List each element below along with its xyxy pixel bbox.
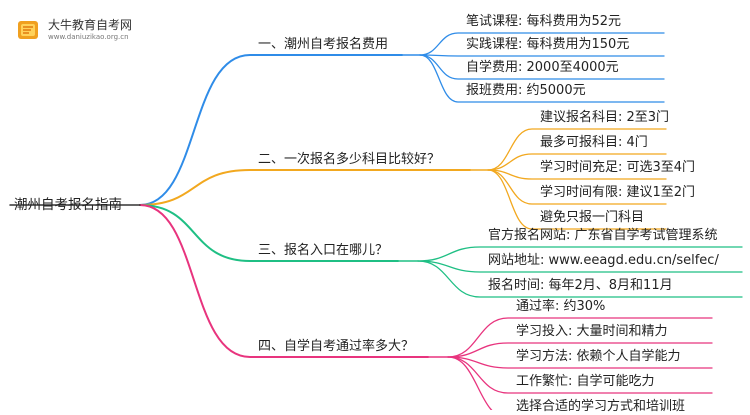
leaf-connector (487, 153, 667, 171)
branch-topic: 二、一次报名多少科目比较好？ (258, 152, 441, 167)
leaf-topic: 实践课程: 每科费用为150元 (466, 37, 630, 52)
leaf-connector (417, 246, 743, 262)
leaf-connector (487, 169, 667, 205)
leaf-connector (447, 356, 493, 410)
leaf-connector (417, 260, 743, 273)
leaf-topic: 工作繁忙: 自学可能吃力 (516, 374, 655, 389)
leaf-connector (487, 169, 667, 180)
branch-connector (139, 204, 429, 358)
branch-topic: 一、潮州自考报名费用 (258, 37, 389, 52)
leaf-connector (447, 356, 713, 394)
leaf-connector (487, 128, 667, 171)
branch-connector (139, 204, 399, 262)
leaf-topic: 通过率: 约30% (516, 299, 606, 314)
leaf-topic: 学习方法: 依赖个人自学能力 (516, 349, 681, 364)
branch-topic: 三、报名入口在哪儿？ (258, 243, 389, 258)
leaf-topic: 学习时间充足: 可选3至4门 (540, 160, 696, 175)
leaf-connector (447, 317, 713, 358)
leaf-topic: 学习时间有限: 建议1至2门 (540, 185, 696, 200)
leaf-topic: 避免只报一门科目 (540, 210, 645, 225)
leaf-topic: 选择合适的学习方式和培训班 (516, 399, 686, 414)
leaf-topic: 报名时间: 每年2月、8月和11月 (488, 278, 673, 293)
leaf-topic: 最多可报科目: 4门 (540, 135, 648, 150)
leaf-connector (417, 260, 743, 298)
leaf-connector (419, 32, 665, 56)
site-logo: 大牛教育自考网 www.daniuzikao.org.cn (16, 14, 156, 48)
leaf-connector (447, 342, 713, 358)
leaf-connector (419, 54, 665, 57)
leaf-topic: 建议报名科目: 2至3门 (540, 110, 670, 125)
leaf-topic: 官方报名网站: 广东省自学考试管理系统 (488, 228, 718, 243)
logo-url: www.daniuzikao.org.cn (48, 33, 129, 41)
branch-connector (139, 54, 403, 206)
leaf-topic: 学习投入: 大量时间和精力 (516, 324, 668, 339)
leaf-connector (447, 356, 713, 369)
logo-title: 大牛教育自考网 (48, 18, 133, 32)
root-topic: 潮州自考报名指南 (14, 197, 122, 213)
leaf-topic: 笔试课程: 每科费用为52元 (466, 14, 622, 29)
branch-topic: 四、自学自考通过率多大？ (258, 339, 415, 354)
branch-connector (139, 169, 471, 206)
leaf-connector (487, 169, 667, 230)
book-logo-icon (18, 21, 38, 39)
leaf-topic: 自学费用: 2000至4000元 (466, 60, 619, 75)
leaf-topic: 报班费用: 约5000元 (466, 83, 586, 98)
leaf-connector (419, 54, 665, 103)
leaf-topic: 网站地址: www.eeagd.edu.cn/selfec/ (488, 253, 719, 268)
